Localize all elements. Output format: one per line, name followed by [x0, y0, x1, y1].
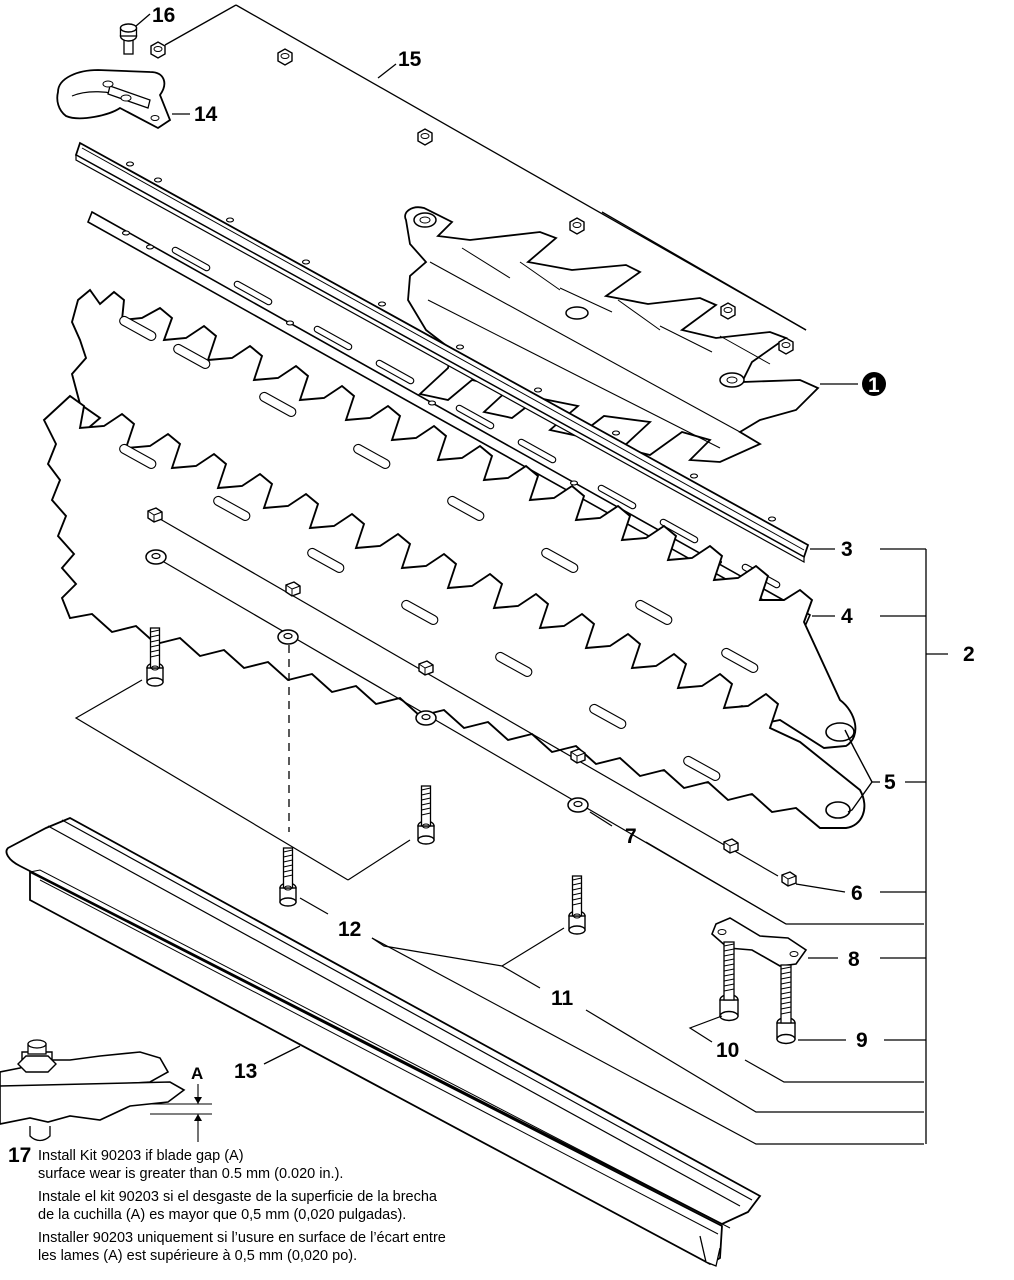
note-es-line-2: de la cuchilla (A) es mayor que 0,5 mm (… — [38, 1207, 407, 1223]
note-english: Install Kit 90203 if blade gap (A) surfa… — [38, 1147, 468, 1183]
callout-5: 5 — [884, 771, 896, 794]
callout-1-badge — [862, 372, 886, 396]
note-es-line-1: Instale el kit 90203 si el desgaste de l… — [38, 1189, 437, 1205]
plate-8 — [688, 917, 924, 1083]
callout-6: 6 — [851, 882, 863, 905]
blade-gap-note: 17 Install Kit 90203 if blade gap (A) su… — [8, 1144, 468, 1270]
callout-9: 9 — [856, 1029, 868, 1052]
gap-label-a: A — [191, 1064, 203, 1083]
blade-gap-detail — [0, 1039, 212, 1142]
note-french: Installer 90203 uniquement si l’usure en… — [38, 1229, 468, 1265]
lower-bar-13 — [5, 817, 762, 1267]
callout-8: 8 — [848, 948, 860, 971]
callout-4: 4 — [841, 605, 853, 628]
callout-12: 12 — [338, 918, 361, 941]
spacers-6 — [147, 507, 846, 893]
callout-15: 15 — [398, 48, 422, 71]
spacer-plate-4 — [86, 210, 835, 626]
assembly-bracket-2 — [880, 548, 948, 1144]
callout-16: 16 — [152, 4, 175, 27]
callout-7: 7 — [625, 825, 637, 848]
callout-14: 14 — [194, 103, 218, 126]
note-en-line-1: Install Kit 90203 if blade gap (A) — [38, 1148, 244, 1164]
blade-guide-14 — [56, 69, 190, 130]
note-en-line-2: surface wear is greater than 0.5 mm (0.0… — [38, 1166, 344, 1182]
blade-upper-5 — [68, 288, 857, 749]
bolt-16 — [119, 13, 151, 55]
callout-2: 2 — [963, 643, 975, 666]
callout-17: 17 — [8, 1144, 32, 1167]
callout-3: 3 — [841, 538, 853, 561]
note-fr-line-2: les lames (A) est supérieure à 0,5 mm (0… — [38, 1248, 358, 1264]
callout-11: 11 — [551, 987, 574, 1010]
callout-1: 1 — [868, 374, 880, 397]
note-fr-line-1: Installer 90203 uniquement si l’usure en… — [38, 1230, 446, 1246]
guide-bar-3 — [74, 141, 835, 564]
callout-13: 13 — [234, 1060, 257, 1083]
callout-10: 10 — [716, 1039, 739, 1062]
blade-lower-5 — [42, 394, 866, 829]
bolts-12 — [74, 627, 924, 1145]
note-spanish: Instale el kit 90203 si el desgaste de l… — [38, 1188, 468, 1224]
